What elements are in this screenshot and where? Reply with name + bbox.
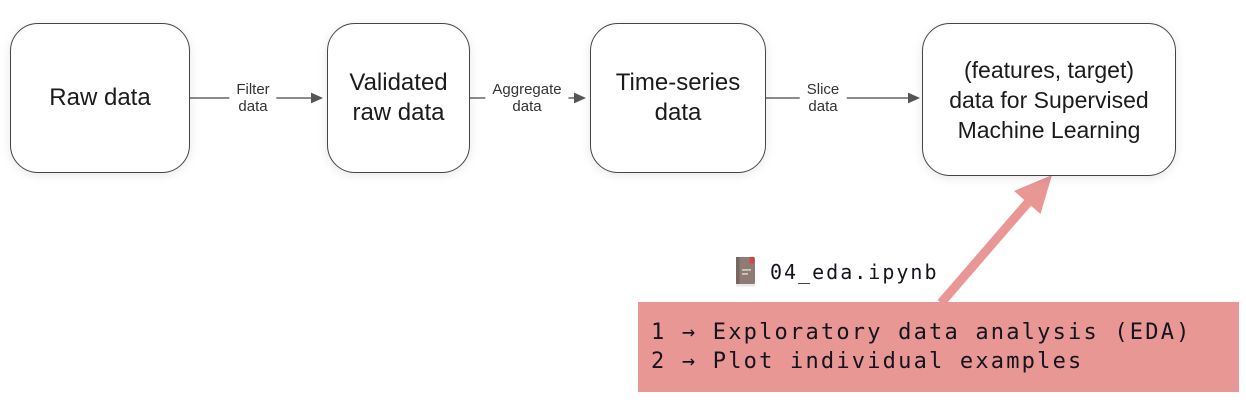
box-time-series-data: Time-series data [590, 23, 766, 173]
connector-label-line: data [238, 98, 268, 115]
annotation-step-2: 2 → Plot individual examples [651, 349, 1084, 374]
connector-label-line: data [512, 98, 542, 115]
box-features-target: (features, target) data for Supervised M… [922, 23, 1176, 176]
connector-label-line: data [808, 98, 838, 115]
connector-filter-arrowhead [311, 92, 323, 104]
box-label: raw data [352, 99, 445, 126]
box-label: Time-series [615, 69, 741, 96]
connector-label-filter-data: Filter data [229, 80, 277, 116]
notebook-icon [736, 257, 755, 287]
connector-label-slice-data: Slice data [799, 80, 847, 116]
connector-label-aggregate-data: Aggregate data [485, 80, 569, 116]
box-label: data for Supervised [949, 86, 1149, 113]
box-label: Validated [349, 69, 448, 96]
box-label: Raw data [49, 84, 151, 111]
annotation-step-1: 1 → Exploratory data analysis (EDA) [651, 320, 1192, 345]
annotation-box: 1 → Exploratory data analysis (EDA) 2 → … [638, 302, 1239, 392]
connector-slice-arrowhead [908, 92, 920, 104]
box-label: Machine Learning [957, 116, 1141, 143]
highlight-arrow-head [1014, 175, 1052, 214]
connector-label-line: Filter [236, 81, 270, 98]
connector-aggregate-arrowhead [574, 92, 586, 104]
highlight-arrow-shaft [937, 196, 1035, 306]
connector-label-line: Aggregate [492, 81, 562, 98]
notebook-file-row: 04_eda.ipynb [733, 256, 939, 288]
box-validated-raw-data: Validated raw data [327, 23, 470, 173]
connector-label-line: Slice [806, 81, 840, 98]
box-label: data [654, 99, 702, 126]
box-label: (features, target) [963, 56, 1135, 83]
notebook-filename: 04_eda.ipynb [770, 260, 939, 284]
box-raw-data: Raw data [10, 23, 190, 173]
